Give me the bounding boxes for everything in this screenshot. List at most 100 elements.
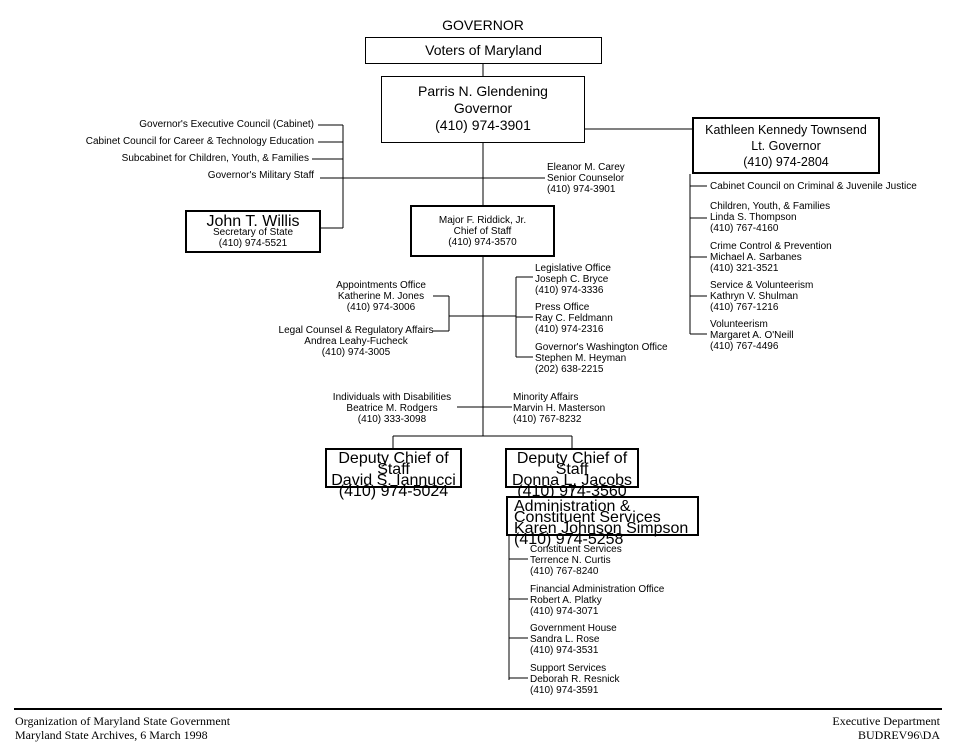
governor-name: Parris N. Glendening bbox=[418, 83, 548, 99]
chief-of-staff-box: Major F. Riddick, Jr. Chief of Staff (41… bbox=[410, 205, 555, 257]
ltgov-unit-name: Michael A. Sarbanes bbox=[710, 252, 802, 263]
deputy-name: Donna L. Jacobs bbox=[511, 472, 633, 489]
office-phone: (410) 333-3098 bbox=[357, 414, 427, 425]
chief-of-staff-phone: (410) 974-3570 bbox=[448, 237, 517, 248]
sos-title: Secretary of State bbox=[212, 227, 294, 238]
constituent-services: Constituent Services Terrence N. Curtis … bbox=[530, 544, 622, 577]
chief-of-staff-name: Major F. Riddick, Jr. bbox=[438, 215, 527, 226]
washington-office: Governor's Washington Office Stephen M. … bbox=[535, 342, 668, 375]
footer-left-line2: Maryland State Archives, 6 March 1998 bbox=[15, 728, 208, 742]
chart-title: GOVERNOR bbox=[442, 17, 524, 33]
council-children: Subcabinet for Children, Youth, & Famili… bbox=[121, 153, 309, 164]
ltgov-unit-phone: (410) 767-4160 bbox=[710, 223, 779, 234]
senior-counselor-title: Senior Counselor bbox=[547, 173, 625, 184]
deputy-phone: (410) 974-3560 bbox=[517, 483, 627, 500]
office-phone: (410) 767-8232 bbox=[513, 414, 582, 425]
ltgov-unit-title: Cabinet Council on Criminal & Juvenile J… bbox=[710, 181, 917, 192]
minority-affairs: Minority Affairs Marvin H. Masterson (41… bbox=[513, 392, 605, 425]
financial-admin-office: Financial Administration Office Robert A… bbox=[530, 584, 664, 617]
footer-right-line1: Executive Department bbox=[832, 714, 940, 728]
office-name: Andrea Leahy-Fucheck bbox=[304, 336, 408, 347]
office-title: Legal Counsel & Regulatory Affairs bbox=[278, 325, 434, 336]
lt-governor-name: Kathleen Kennedy Townsend bbox=[705, 123, 867, 137]
deputy-name: David S. Iannucci bbox=[331, 472, 456, 489]
unit-title: Constituent Services bbox=[530, 544, 622, 555]
press-office: Press Office Ray C. Feldmann (410) 974-2… bbox=[535, 302, 613, 335]
footer-left-line1: Organization of Maryland State Governmen… bbox=[15, 714, 231, 728]
unit-name: Robert A. Platky bbox=[530, 595, 602, 606]
ltgov-unit: Crime Control & Prevention Michael A. Sa… bbox=[710, 241, 832, 274]
senior-counselor-phone: (410) 974-3901 bbox=[547, 184, 616, 195]
ltgov-unit-title: Children, Youth, & Families bbox=[710, 201, 831, 212]
unit-title: Financial Administration Office bbox=[530, 584, 665, 595]
council-executive: Governor's Executive Council (Cabinet) bbox=[139, 119, 314, 130]
unit-name: Terrence N. Curtis bbox=[530, 555, 611, 566]
ltgov-unit-phone: (410) 321-3521 bbox=[710, 263, 779, 274]
office-name: Katherine M. Jones bbox=[337, 291, 425, 302]
ltgov-unit-name: Kathryn V. Shulman bbox=[710, 291, 799, 302]
legal-counsel-office: Legal Counsel & Regulatory Affairs Andre… bbox=[266, 325, 446, 358]
office-title: Minority Affairs bbox=[513, 392, 579, 403]
office-title: Governor's Washington Office bbox=[535, 342, 668, 353]
office-name: Beatrice M. Rodgers bbox=[346, 403, 438, 414]
unit-phone: (410) 974-3071 bbox=[530, 606, 599, 617]
governor-title: Governor bbox=[453, 100, 513, 116]
office-title: Press Office bbox=[535, 302, 590, 313]
ltgov-unit-name: Linda S. Thompson bbox=[710, 212, 797, 223]
support-services: Support Services Deborah R. Resnick (410… bbox=[530, 663, 619, 696]
sos-name: John T. Willis bbox=[206, 213, 300, 230]
senior-counselor: Eleanor M. Carey Senior Counselor (410) … bbox=[547, 162, 625, 195]
office-title: Legislative Office bbox=[535, 263, 611, 274]
office-phone: (410) 974-3005 bbox=[321, 347, 391, 358]
appointments-office: Appointments Office Katherine M. Jones (… bbox=[306, 280, 456, 313]
office-phone: (410) 974-2316 bbox=[535, 324, 604, 335]
ltgov-unit-name: Margaret A. O'Neill bbox=[710, 330, 794, 341]
unit-name: Deborah R. Resnick bbox=[530, 674, 620, 685]
office-title: Appointments Office bbox=[336, 280, 426, 291]
admin-title: Administration & Constituent Services bbox=[514, 498, 661, 526]
deputy-phone: (410) 974-5024 bbox=[338, 483, 449, 500]
office-title: Individuals with Disabilities bbox=[332, 392, 452, 403]
unit-title: Government House bbox=[530, 623, 617, 634]
unit-title: Support Services bbox=[530, 663, 607, 674]
office-name: Stephen M. Heyman bbox=[535, 353, 627, 364]
office-phone: (410) 974-3006 bbox=[346, 302, 416, 313]
deputy-title: Deputy Chief of Staff bbox=[338, 450, 449, 478]
lt-governor-box: Kathleen Kennedy Townsend Lt. Governor (… bbox=[692, 117, 880, 174]
unit-phone: (410) 974-3531 bbox=[530, 645, 599, 656]
admin-name: Karen Johnson Simpson bbox=[514, 520, 689, 537]
ltgov-unit-title: Crime Control & Prevention bbox=[710, 241, 832, 252]
ltgov-unit: Volunteerism Margaret A. O'Neill (410) 7… bbox=[710, 319, 794, 352]
unit-phone: (410) 767-8240 bbox=[530, 566, 599, 577]
office-phone: (202) 638-2215 bbox=[535, 364, 604, 375]
deputy-chief-box: Deputy Chief of Staff Donna L. Jacobs (4… bbox=[505, 448, 639, 500]
legislative-office: Legislative Office Joseph C. Bryce (410)… bbox=[535, 263, 611, 296]
governor-phone: (410) 974-3901 bbox=[435, 117, 531, 133]
footer-right-line2: BUDREV96\DA bbox=[857, 728, 940, 742]
governor-box: Parris N. Glendening Governor (410) 974-… bbox=[381, 76, 585, 143]
ltgov-unit-title: Volunteerism bbox=[710, 319, 768, 330]
deputy-chief-box: Deputy Chief of Staff David S. Iannucci … bbox=[325, 448, 462, 500]
ltgov-unit: Children, Youth, & Families Linda S. Tho… bbox=[710, 201, 830, 234]
ltgov-unit: Service & Volunteerism Kathryn V. Shulma… bbox=[710, 280, 813, 313]
admin-phone: (410) 974-5258 bbox=[514, 531, 624, 548]
unit-phone: (410) 974-3591 bbox=[530, 685, 599, 696]
ltgov-unit-phone: (410) 767-1216 bbox=[710, 302, 779, 313]
sos-phone: (410) 974-5521 bbox=[218, 238, 288, 249]
lt-governor-title: Lt. Governor bbox=[751, 139, 821, 153]
office-phone: (410) 974-3336 bbox=[535, 285, 604, 296]
senior-counselor-name: Eleanor M. Carey bbox=[547, 162, 625, 173]
office-name: Joseph C. Bryce bbox=[535, 274, 609, 285]
ltgov-unit-title: Service & Volunteerism bbox=[710, 280, 814, 291]
council-military: Governor's Military Staff bbox=[207, 170, 314, 181]
lt-governor-phone: (410) 974-2804 bbox=[743, 155, 829, 169]
voters-box: Voters of Maryland bbox=[365, 37, 602, 64]
deputy-title: Deputy Chief of Staff bbox=[516, 450, 628, 478]
unit-name: Sandra L. Rose bbox=[530, 634, 600, 645]
voters-label: Voters of Maryland bbox=[425, 42, 542, 58]
secretary-of-state-box: John T. Willis Secretary of State (410) … bbox=[185, 210, 321, 253]
council-career-tech: Cabinet Council for Career & Technology … bbox=[85, 136, 314, 147]
government-house: Government House Sandra L. Rose (410) 97… bbox=[530, 623, 617, 656]
disabilities-office: Individuals with Disabilities Beatrice M… bbox=[320, 392, 464, 425]
